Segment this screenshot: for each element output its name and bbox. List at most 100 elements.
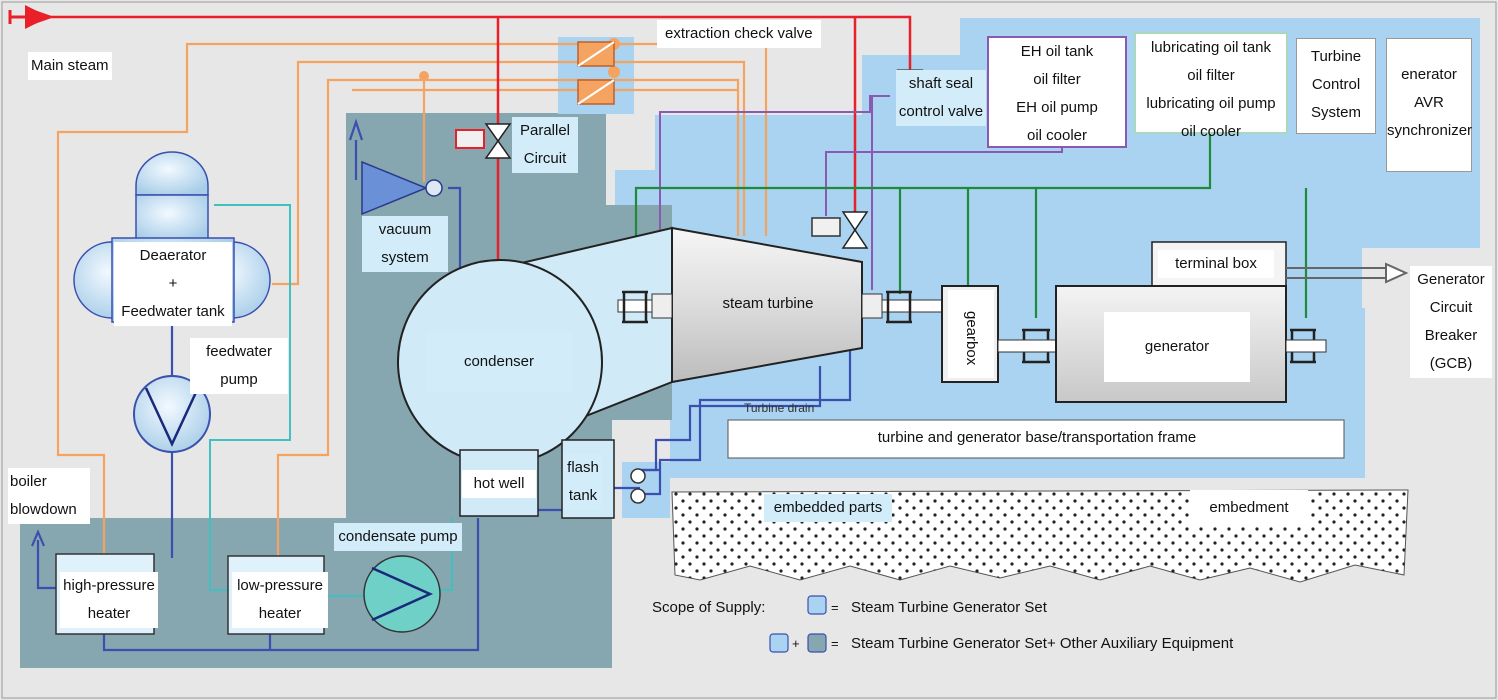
embedded-parts-label: embedded parts: [764, 494, 892, 522]
feedwater-line-1: feedwater: [206, 343, 272, 360]
turbine-front-bearing: [651, 293, 673, 319]
deaerator-line-3: Feedwater tank: [121, 303, 225, 320]
eh-oil-line-2: oil filter: [1033, 71, 1081, 88]
vacuum-pump-symbol: [361, 160, 428, 216]
lub-oil-line-2: oil filter: [1187, 67, 1235, 84]
gcb-line-1: Generator: [1417, 271, 1485, 288]
gcb-output-line: [1286, 262, 1409, 284]
hp-heater-line-2: heater: [87, 605, 131, 622]
vacuum-line-1: vacuum: [378, 221, 432, 238]
eh-oil-line-3: EH oil pump: [1016, 99, 1098, 116]
feedwater-pump-symbol: [133, 375, 211, 453]
condensate-pump-symbol: [363, 555, 441, 633]
generator-label: generator: [1104, 312, 1250, 382]
legend-swatch-turbine: [807, 595, 827, 615]
parallel-valve-actuator: [455, 129, 485, 149]
feedwater-pump-label: feedwater pump: [190, 338, 288, 394]
tcs-line-2: Control: [1311, 76, 1361, 93]
flash-tank-label: flash tank: [563, 454, 603, 510]
parallel-line-1: Parallel: [519, 122, 571, 139]
lub-oil-line-3: lubricating oil pump: [1146, 95, 1276, 112]
eh-oil-line-4: oil cooler: [1026, 127, 1088, 144]
deaerator-label: Deaerator + Feedwater tank: [114, 242, 232, 326]
turbine-stop-valve-actuator: [811, 217, 841, 237]
flash-line-2: tank: [568, 487, 598, 504]
steam-turbine-label: steam turbine: [722, 295, 814, 312]
legend-row2-plus: +: [792, 636, 800, 651]
blowdown-line-2: blowdown: [10, 501, 77, 518]
vacuum-pump-motor: [425, 179, 443, 197]
low-pressure-heater-label: low-pressure heater: [232, 572, 328, 628]
deaerator-line-1: Deaerator: [139, 247, 207, 264]
feedwater-line-2: pump: [220, 371, 258, 388]
lubricating-oil-system-box: lubricating oil tank oil filter lubricat…: [1134, 32, 1288, 140]
legend-swatch-auxiliary: [807, 633, 827, 653]
hp-heater-line-1: high-pressure: [63, 577, 155, 594]
legend-row2-symbol: =: [831, 636, 839, 651]
gcb-line-2: Circuit: [1429, 299, 1473, 316]
base-frame-body: [727, 419, 1345, 459]
gearbox-label-box: gearbox: [948, 290, 994, 378]
main-steam-label: Main steam: [28, 52, 112, 80]
condensate-pump-label: condensate pump: [334, 523, 462, 551]
turbine-rear-bearing: [861, 293, 883, 319]
gcb-line-3: Breaker: [1424, 327, 1478, 344]
vacuum-line-2: system: [381, 249, 429, 266]
lp-heater-line-2: heater: [258, 605, 302, 622]
condensate-water-lines: [36, 140, 852, 652]
hot-well-label: hot well: [462, 470, 536, 498]
deaerator-line-2: +: [168, 275, 178, 292]
avr-line-3: synchronizer: [1387, 122, 1473, 139]
legend-title: Scope of Supply:: [652, 599, 766, 616]
lub-oil-line-1: lubricating oil tank: [1150, 39, 1272, 56]
eh-oil-line-1: EH oil tank: [1020, 43, 1094, 60]
avr-line-2: AVR: [1414, 94, 1444, 111]
embedment-label: embedment: [1190, 490, 1308, 526]
auxiliary-scope-area: [20, 113, 672, 668]
shaft-seal-control-valve-label: shaft seal control valve: [896, 70, 986, 126]
vacuum-outlet-arrow: [348, 118, 364, 141]
legend-row1-text: Steam Turbine Generator Set: [851, 599, 1047, 616]
avr-line-1: enerator: [1401, 66, 1457, 83]
parallel-circuit-valve: [484, 123, 512, 159]
blowdown-arrow: [30, 529, 46, 547]
turbine-control-system-box: Turbine Control System: [1296, 38, 1376, 134]
turbine-front-shaft: [617, 299, 653, 313]
turbine-gearbox-shaft: [881, 299, 945, 313]
vacuum-system-label: vacuum system: [362, 216, 448, 272]
parallel-circuit-label: Parallel Circuit: [512, 117, 578, 173]
tcs-line-1: Turbine: [1310, 48, 1362, 65]
steam-turbine-body: [671, 226, 863, 384]
flash-line-1: flash: [567, 459, 599, 476]
gcb-label: Generator Circuit Breaker (GCB): [1410, 266, 1492, 378]
extraction-check-valve-label: extraction check valve: [657, 20, 821, 48]
legend-row1-symbol: =: [831, 600, 839, 615]
turbine-drain-label: Turbine drain: [744, 401, 815, 415]
extraction-junction: [419, 71, 429, 81]
legend-swatch-turbine-2: [769, 633, 789, 653]
generator-shaft-end: [1285, 339, 1327, 353]
lub-oil-line-4: oil cooler: [1180, 123, 1242, 140]
lp-heater-line-1: low-pressure: [237, 577, 323, 594]
gearbox-label: gearbox: [963, 311, 980, 366]
gearbox-output-shaft: [997, 339, 1057, 353]
drain-valve-scope: [622, 462, 670, 518]
turbine-stop-valve: [841, 211, 869, 249]
extraction-check-valves: [577, 41, 615, 105]
legend-row2-text: Steam Turbine Generator Set+ Other Auxil…: [851, 635, 1234, 652]
tcs-line-3: System: [1310, 104, 1361, 121]
generator-avr-box: enerator AVR synchronizer: [1386, 38, 1472, 172]
eh-oil-system-box: EH oil tank oil filter EH oil pump oil c…: [987, 36, 1127, 148]
parallel-line-2: Circuit: [523, 150, 567, 167]
boiler-blowdown-label: boiler blowdown: [8, 468, 90, 524]
high-pressure-heater-label: high-pressure heater: [60, 572, 158, 628]
blowdown-line-1: boiler: [10, 473, 47, 490]
condenser-label: condenser: [426, 332, 572, 392]
extraction-valve-2-actuator: [608, 66, 620, 78]
shaft-seal-line-1: shaft seal: [908, 75, 974, 92]
shaft-seal-line-2: control valve: [898, 103, 984, 120]
terminal-box-label: terminal box: [1158, 250, 1274, 278]
gcb-line-4: (GCB): [1429, 355, 1473, 372]
